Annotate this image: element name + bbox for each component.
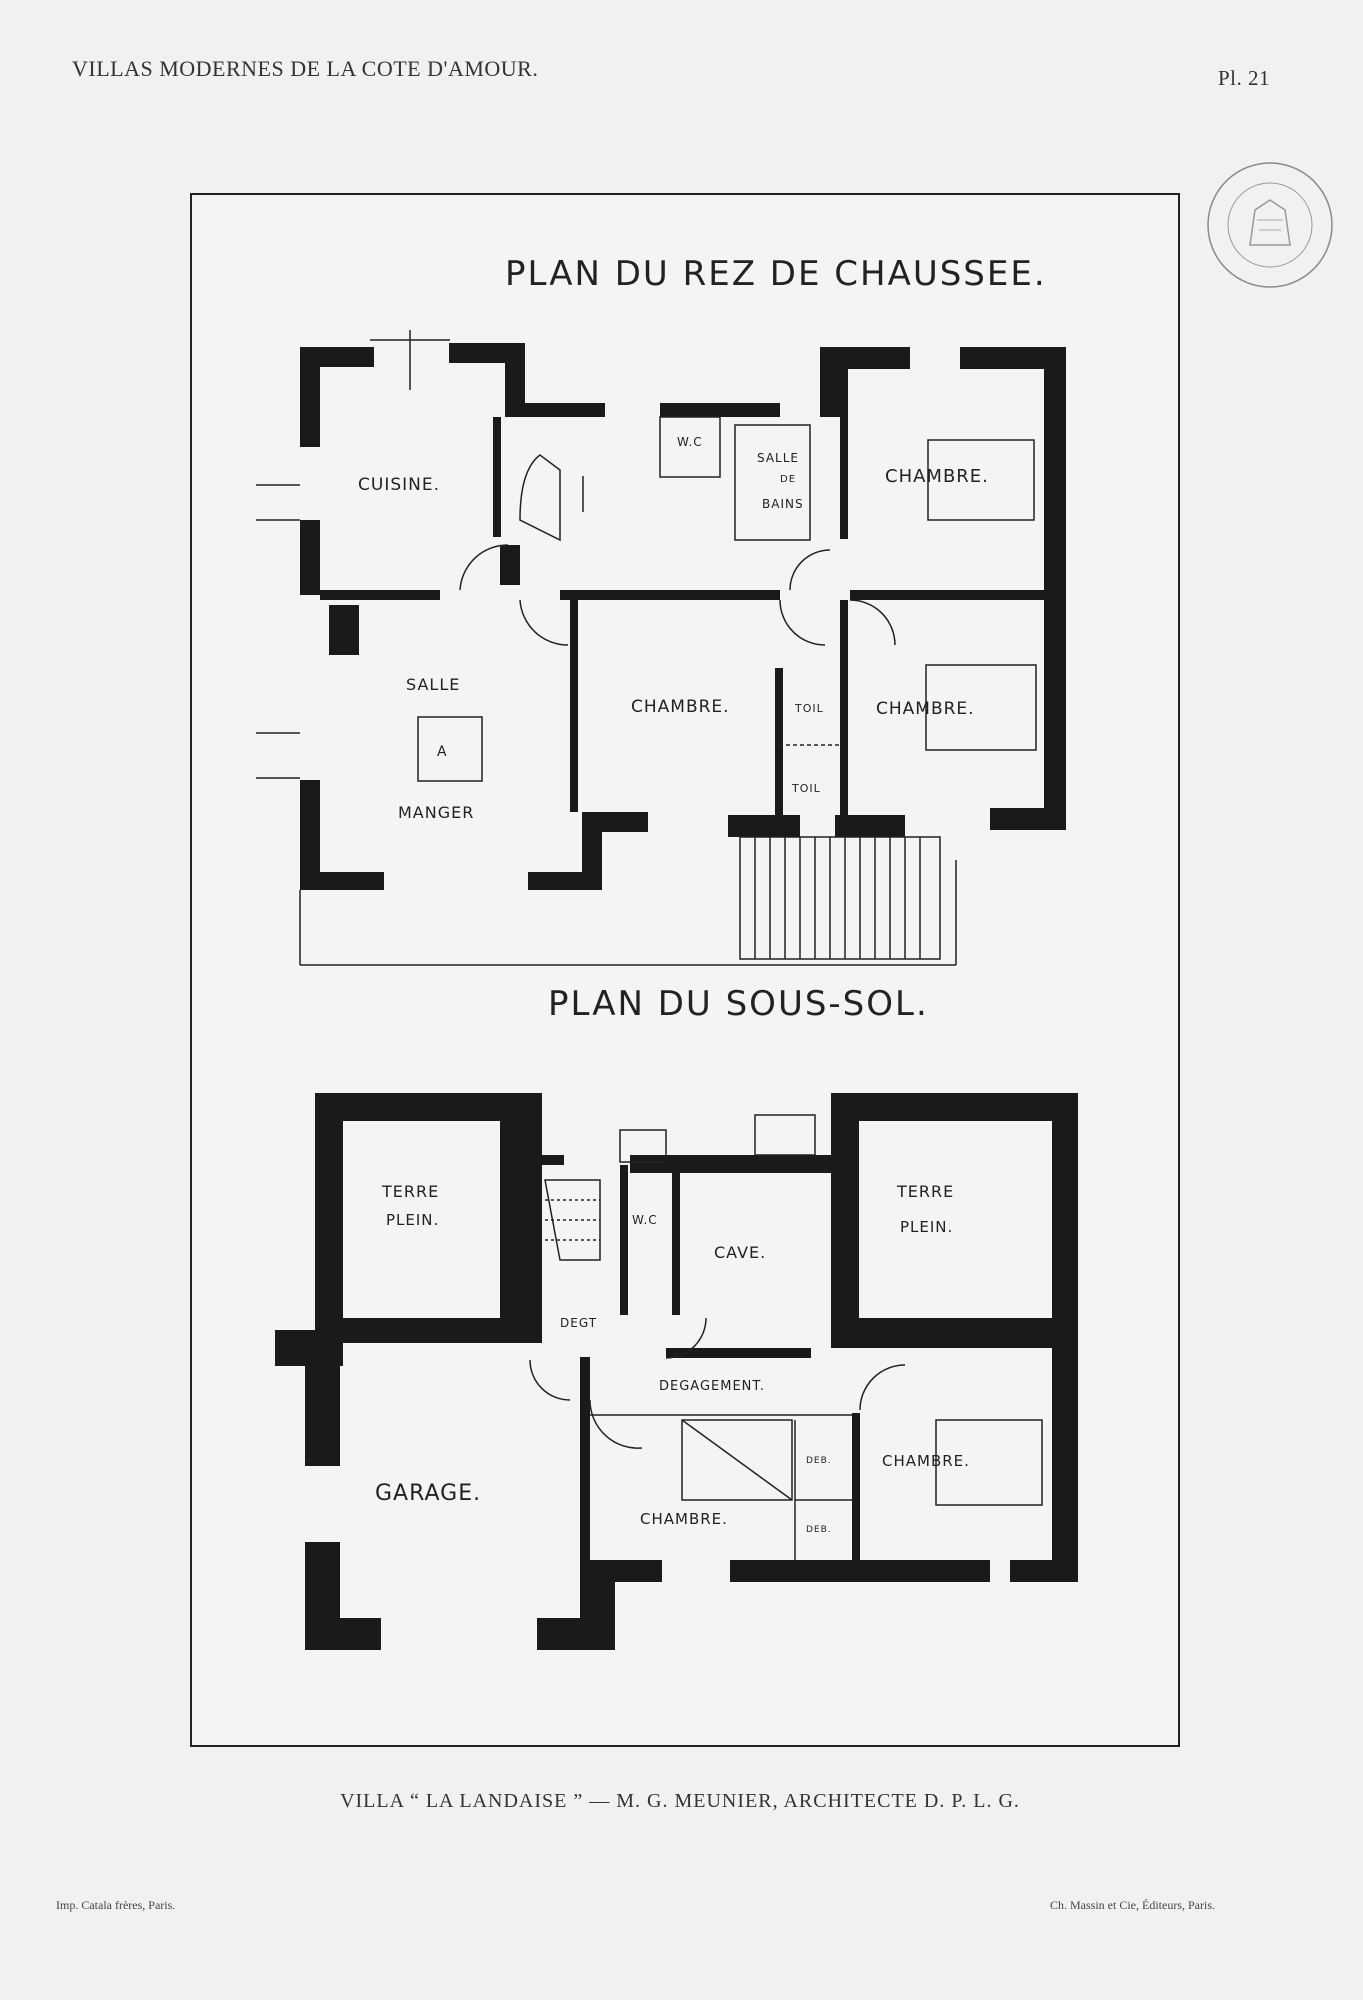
room-label-bedroom-right: CHAMBRE. <box>882 1452 970 1470</box>
room-label-dining-3: MANGER <box>398 803 474 822</box>
publisher-credit: Ch. Massin et Cie, Éditeurs, Paris. <box>1050 1898 1215 1912</box>
plate-number: Pl. 21 <box>1218 66 1271 90</box>
room-label-dining-2: A <box>437 744 448 760</box>
room-label-garage: GARAGE. <box>375 1481 481 1506</box>
room-label-bedroom-e: CHAMBRE. <box>876 699 975 719</box>
room-label-kitchen: CUISINE. <box>358 475 440 495</box>
basement-title: PLAN DU SOUS-SOL. <box>548 984 929 1024</box>
room-label-earth-fill-left-1: TERRE <box>381 1182 439 1201</box>
room-label-dining-1: SALLE <box>406 675 460 694</box>
room-label-landing: DEGT <box>560 1316 597 1330</box>
room-label-wc: W.C <box>632 1213 658 1227</box>
room-label-corridor: DEGAGEMENT. <box>659 1379 765 1394</box>
series-title: VILLAS MODERNES DE LA COTE D'AMOUR. <box>72 56 539 81</box>
printer-credit: Imp. Catala frères, Paris. <box>56 1898 176 1912</box>
room-label-toilet-1: TOIL <box>794 702 824 715</box>
room-label-bedroom-center: CHAMBRE. <box>631 697 730 717</box>
room-label-earth-fill-left-2: PLEIN. <box>386 1211 439 1229</box>
plate-frame <box>190 193 1180 1747</box>
room-label-bath-2: DE <box>780 474 796 485</box>
room-label-bath-3: BAINS <box>762 497 804 511</box>
library-stamp-icon <box>1207 162 1333 288</box>
ground-floor-plan: PLAN DU REZ DE CHAUSSEE. CUISINE. W.C SA… <box>256 254 1066 966</box>
ground-floor-title: PLAN DU REZ DE CHAUSSEE. <box>505 254 1047 294</box>
room-label-cellar: CAVE. <box>714 1243 766 1262</box>
room-label-earth-fill-right-1: TERRE <box>896 1182 954 1201</box>
room-label-bedroom-center: CHAMBRE. <box>640 1510 728 1528</box>
room-label-bedroom-ne: CHAMBRE. <box>885 466 989 487</box>
room-label-earth-fill-right-2: PLEIN. <box>900 1218 953 1236</box>
basement-plan: PLAN DU SOUS-SOL. TERRE PLEIN. W.C CAVE.… <box>275 984 1078 1650</box>
room-label-wc: W.C <box>677 435 703 449</box>
room-label-closet-1: DEB. <box>806 1456 832 1466</box>
room-label-toilet-2: TOIL <box>791 782 821 795</box>
room-label-bath-1: SALLE <box>757 451 799 465</box>
room-label-closet-2: DEB. <box>806 1525 832 1535</box>
plate-caption: VILLA “ LA LANDAISE ” — M. G. MEUNIER, A… <box>340 1790 1020 1812</box>
